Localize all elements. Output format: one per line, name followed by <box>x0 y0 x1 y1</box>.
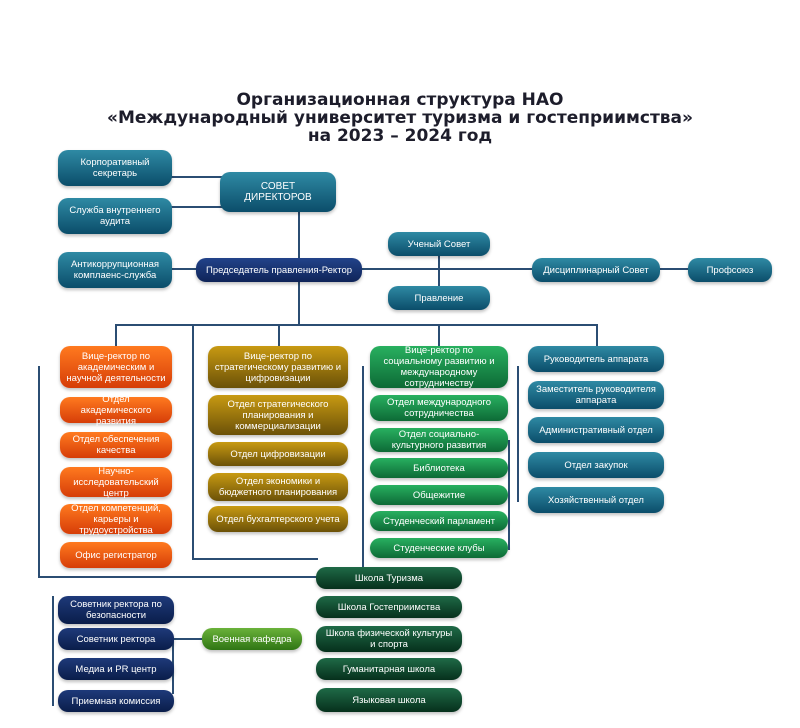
connector <box>438 324 440 346</box>
board-of-directors-box: СОВЕТ ДИРЕКТОРОВ <box>220 172 336 212</box>
strategic-item-box: Отдел экономики и бюджетного планировани… <box>208 473 348 501</box>
connector <box>192 558 318 560</box>
admin-item-box: Руководитель аппарата <box>528 346 664 372</box>
connector <box>278 324 280 346</box>
connector <box>517 366 519 502</box>
social-item-box: Отдел социально-культурного развития <box>370 428 508 452</box>
connector <box>660 268 688 270</box>
social-item-box: Студенческий парламент <box>370 511 508 531</box>
admin-item-box: Заместитель руководителя аппарата <box>528 381 664 409</box>
admin-item-box: Отдел закупок <box>528 452 664 478</box>
admin-item-box: Хозяйственный отдел <box>528 487 664 513</box>
connector <box>172 268 196 270</box>
school-box: Гуманитарная школа <box>316 658 462 680</box>
social-item-box: Студенческие клубы <box>370 538 508 558</box>
corp-secretary-box: Корпоративный секретарь <box>58 150 172 186</box>
connector <box>192 324 194 560</box>
academic-item-box: Отдел обеспечения качества <box>60 432 172 458</box>
social-vice-rector-box: Вице-ректор по социальному развитию и ме… <box>370 345 508 389</box>
connector <box>38 366 40 578</box>
social-item-box: Общежитие <box>370 485 508 505</box>
advisor-box: Советник ректора <box>58 628 174 650</box>
strategic-vice-rector-box: Вице-ректор по стратегическому развитию … <box>208 346 348 388</box>
military-department-box: Военная кафедра <box>202 628 302 650</box>
connector <box>438 256 440 286</box>
school-box: Школа физической культуры и спорта <box>316 626 462 652</box>
academic-council-box: Ученый Совет <box>388 232 490 256</box>
connector <box>172 638 202 640</box>
academic-vice-rector-box: Вице-ректор по академическим и научной д… <box>60 346 172 388</box>
trade-union-box: Профсоюз <box>688 258 772 282</box>
strategic-item-box: Отдел бухгалтерского учета <box>208 506 348 532</box>
connector <box>52 596 54 706</box>
social-item-box: Библиотека <box>370 458 508 478</box>
connector <box>596 324 598 346</box>
academic-item-box: Отдел компетенций, карьеры и трудоустрой… <box>60 503 172 536</box>
advisor-box: Приемная комиссия <box>58 690 174 712</box>
connector <box>168 206 222 208</box>
connector <box>508 440 510 550</box>
connector <box>298 280 300 324</box>
connector <box>38 576 318 578</box>
school-box: Школа Гостеприимства <box>316 596 462 618</box>
social-item-box: Отдел международного сотрудничества <box>370 395 508 421</box>
school-box: Школа Туризма <box>316 567 462 589</box>
school-box: Языковая школа <box>316 688 462 712</box>
anticorruption-box: Антикоррупционная комплаенс-служба <box>58 252 172 288</box>
connector <box>115 324 117 346</box>
connector <box>362 366 364 568</box>
academic-item-box: Отдел академического развития <box>60 394 172 427</box>
academic-item-box: Научно-исследовательский центр <box>60 466 172 499</box>
chairman-rector-box: Председатель правления-Ректор <box>196 258 362 282</box>
academic-item-box: Офис регистратор <box>60 542 172 568</box>
connector <box>362 268 532 270</box>
connector <box>115 324 597 326</box>
advisor-box: Медиа и PR центр <box>58 658 174 680</box>
page-title-line3: на 2023 – 2024 год <box>307 126 493 146</box>
connector <box>298 212 300 258</box>
page-title-line1: Организационная структура НАО <box>236 90 564 110</box>
strategic-item-box: Отдел цифровизации <box>208 442 348 466</box>
page-title-line2: «Международный университет туризма и гос… <box>106 108 694 128</box>
disciplinary-council-box: Дисциплинарный Совет <box>532 258 660 282</box>
strategic-item-box: Отдел стратегического планирования и ком… <box>208 395 348 435</box>
board-box: Правление <box>388 286 490 310</box>
connector <box>168 176 222 178</box>
advisor-box: Советник ректора по безопасности <box>58 596 174 624</box>
internal-audit-box: Служба внутреннего аудита <box>58 198 172 234</box>
admin-item-box: Административный отдел <box>528 417 664 443</box>
